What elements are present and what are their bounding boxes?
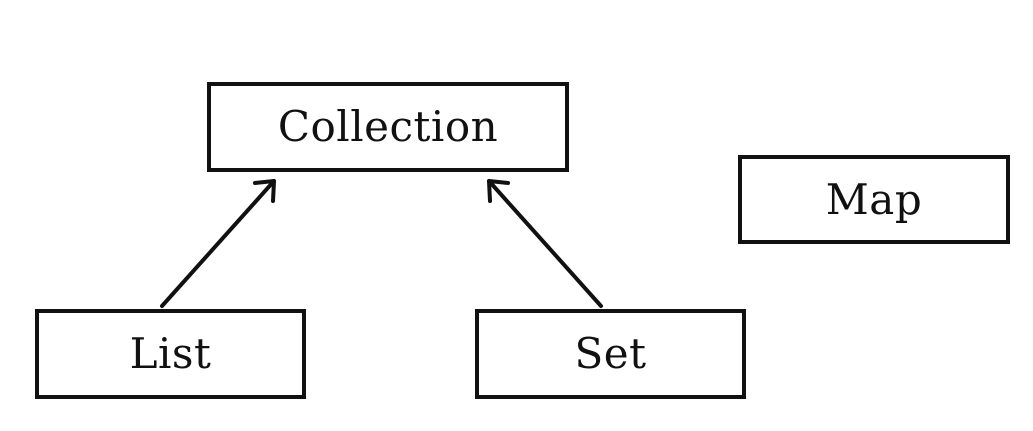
edge-list-to-collection: [160, 179, 276, 308]
node-label-set: Set: [574, 329, 647, 378]
edge-line-list-collection: [160, 179, 276, 308]
node-label-list: List: [129, 329, 212, 378]
edge-line-set-collection: [487, 179, 603, 308]
node-map: Map: [738, 155, 1010, 244]
arrowhead-icon: [253, 179, 276, 203]
node-list: List: [35, 309, 306, 399]
node-label-collection: Collection: [277, 102, 499, 151]
node-label-map: Map: [825, 174, 923, 224]
edge-set-to-collection: [487, 179, 603, 308]
node-collection: Collection: [207, 82, 569, 172]
node-set: Set: [475, 309, 746, 399]
arrowhead-icon: [487, 179, 510, 203]
